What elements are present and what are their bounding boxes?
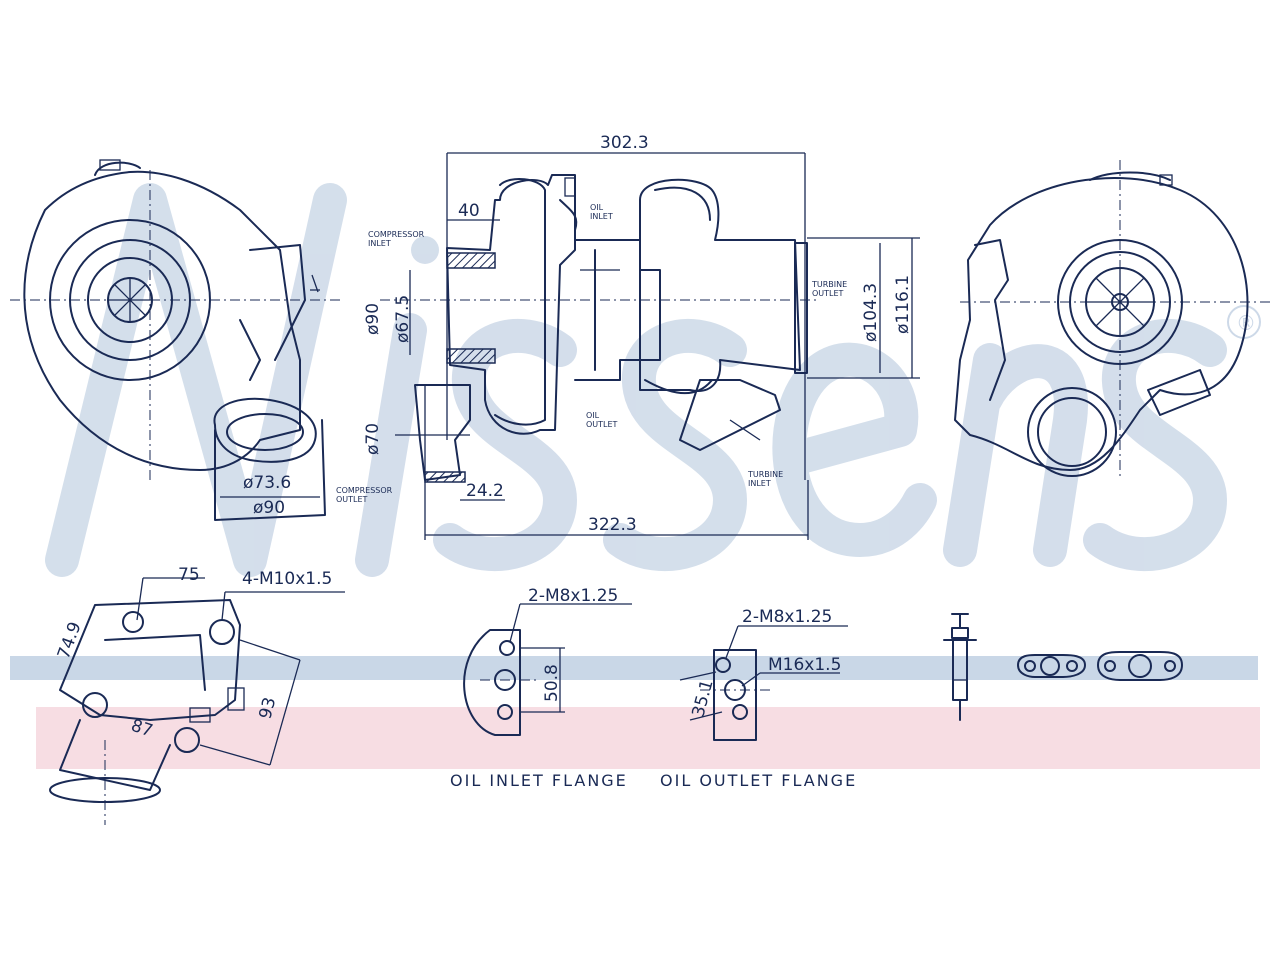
gasket-icon-1 — [1017, 654, 1086, 678]
label-oil-inlet-line2: INLET — [590, 212, 613, 221]
dim-overall-width-top: 302.3 — [600, 133, 649, 153]
watermark-logo — [45, 183, 1227, 577]
dim-dia-116-1: ø116.1 — [893, 275, 913, 334]
compressor-side-view: ø73.6 ø90 — [10, 159, 340, 521]
syringe-icon — [943, 613, 977, 721]
dim-2-m8-thread-outlet: 2-M8x1.25 — [742, 607, 832, 627]
dim-75: 75 — [178, 565, 200, 585]
dim-4-m10-thread: 4-M10x1.5 — [242, 569, 332, 589]
dim-dia-90-inlet: ø90 — [363, 303, 383, 335]
turbine-side-view — [954, 160, 1270, 480]
compressor-inlet-seal-bottom — [446, 348, 496, 364]
label-compressor-outlet-line1: COMPRESSOR — [336, 486, 393, 495]
dim-len-24-2: 24.2 — [466, 481, 504, 501]
dim-overall-width-bottom: 322.3 — [588, 515, 637, 535]
dim-50-8: 50.8 — [542, 664, 562, 702]
dim-dia-90-outlet: ø90 — [253, 498, 285, 518]
label-turbine-outlet-line2: OUTLET — [812, 289, 844, 298]
dim-compressor-inlet-length: 40 — [458, 201, 480, 221]
watermark-pink-band — [36, 707, 1260, 769]
dim-2-m8-thread-inlet: 2-M8x1.25 — [528, 586, 618, 606]
dim-dia-67-5: ø67.5 — [393, 295, 413, 343]
label-turbine-inlet-line1: TURBINE — [747, 470, 783, 479]
gasket-icon-2 — [1097, 651, 1183, 681]
bracket-view: 75 4-M10x1.5 74.9 87 93 — [49, 565, 345, 825]
dim-dia-70: ø70 — [363, 423, 383, 455]
oil-inlet-flange: 2-M8x1.25 50.8 OIL INLET FLANGE — [450, 586, 632, 790]
dim-dia-104-3: ø104.3 — [861, 283, 881, 342]
label-oil-outlet-line2: OUTLET — [586, 420, 618, 429]
compressor-outlet-seal — [424, 471, 466, 483]
label-compressor-inlet-line1: COMPRESSOR — [368, 230, 425, 239]
label-oil-inlet-line1: OIL — [590, 203, 604, 212]
caption-oil-inlet-flange: OIL INLET FLANGE — [450, 771, 628, 790]
compressor-inlet-seal-top — [446, 252, 496, 269]
section-view: 302.3 322.3 40 ø104.3 ø116.1 — [336, 133, 920, 540]
oil-outlet-flange: 2-M8x1.25 M16x1.5 35.1 OIL OUTLET FLANGE — [660, 607, 857, 790]
label-compressor-inlet-line2: INLET — [368, 239, 391, 248]
label-turbine-outlet-line1: TURBINE — [811, 280, 847, 289]
label-turbine-inlet-line2: INLET — [748, 479, 771, 488]
dim-dia-73-6: ø73.6 — [243, 473, 291, 493]
label-compressor-outlet-line2: OUTLET — [336, 495, 368, 504]
caption-oil-outlet-flange: OIL OUTLET FLANGE — [660, 771, 857, 790]
label-oil-outlet-line1: OIL — [586, 411, 600, 420]
dim-m16-thread: M16x1.5 — [768, 655, 841, 675]
